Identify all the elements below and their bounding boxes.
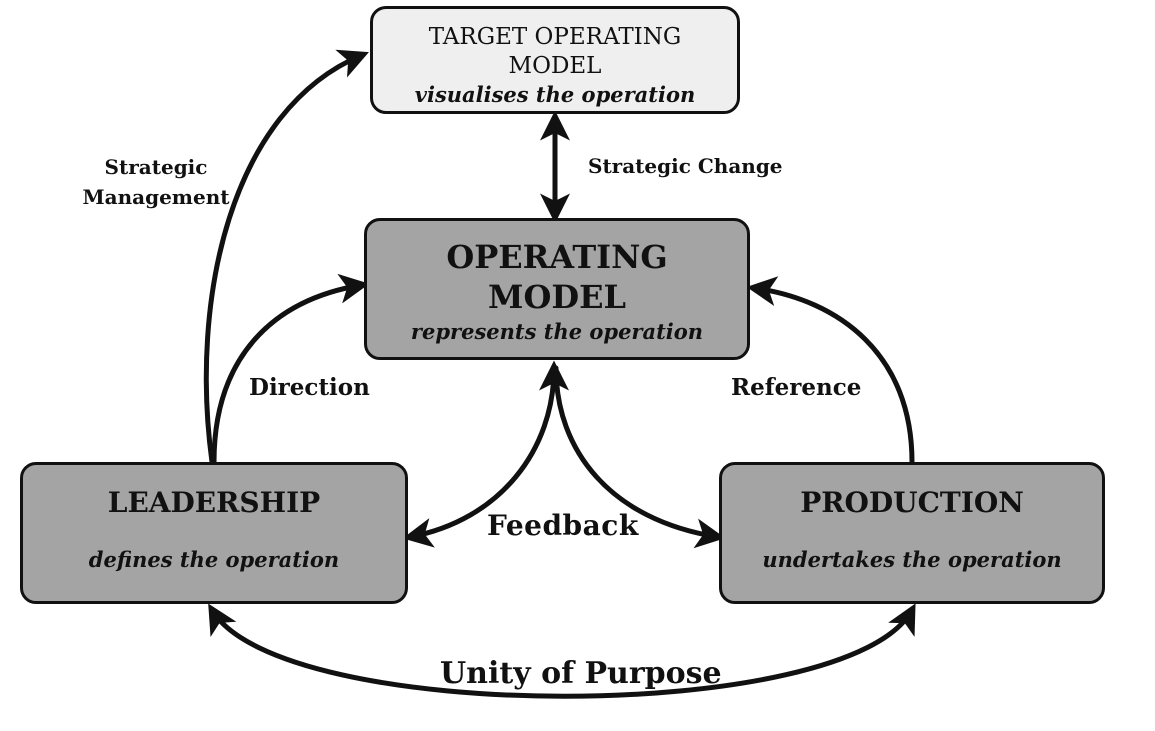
feedback-right-arrow [553,365,726,549]
production-subtitle: undertakes the operation [762,547,1062,572]
production-box: PRODUCTION undertakes the operation [719,462,1105,604]
operating-model-subtitle: represents the operation [410,319,704,344]
target-operating-model-subtitle: visualises the operation [414,82,696,107]
unity-of-purpose-arrow [208,603,916,699]
direction-label: Direction [249,374,370,401]
reference-label: Reference [731,374,862,401]
target-operating-model-title-line2: MODEL [508,53,602,79]
strategic-management-label-line2: Management [82,185,230,209]
direction-arrow [211,273,370,465]
unity-of-purpose-label: Unity of Purpose [440,656,722,691]
feedback-left-arrow [402,360,569,548]
target-operating-model-box: TARGET OPERATING MODEL visualises the op… [370,6,740,114]
strategic-change-label: Strategic Change [588,154,783,178]
strategic-management-label: Strategic Management [76,152,236,212]
operating-model-box: OPERATING MODEL represents the operation [364,218,750,360]
leadership-box: LEADERSHIP defines the operation [20,462,408,604]
production-title: PRODUCTION [800,486,1024,519]
target-operating-model-title-line1: TARGET OPERATING [428,24,682,50]
strategic-management-arrow [203,49,369,465]
feedback-label: Feedback [487,509,639,542]
leadership-title: LEADERSHIP [107,486,321,519]
operating-model-title-line1: OPERATING [446,238,668,276]
reference-arrow [746,276,915,465]
strategic-management-label-line1: Strategic [104,155,208,179]
operating-model-title-line2: MODEL [488,278,626,316]
leadership-subtitle: defines the operation [88,547,340,572]
